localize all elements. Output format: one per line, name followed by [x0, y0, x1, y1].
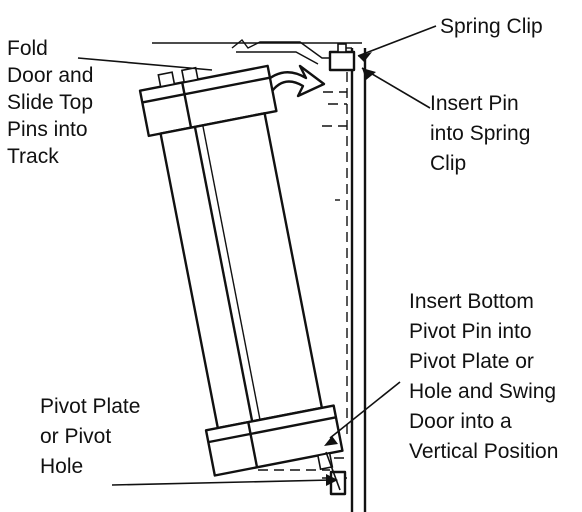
door-panel	[138, 64, 344, 477]
door-top-cap-edge	[142, 76, 271, 104]
top-pin-left	[157, 71, 176, 88]
door-fold-line-inner	[202, 125, 261, 420]
leader-pivot-pin-path	[325, 451, 341, 491]
label-fold-door: Fold Door and Slide Top Pins into Track	[7, 37, 99, 168]
leader-insert-bottom	[329, 381, 401, 439]
leader-insert-pin	[361, 67, 431, 109]
door-bottom-cap-fold	[247, 421, 259, 468]
leader-lines	[77, 25, 437, 491]
top-pin-right	[180, 66, 199, 84]
track-bracket-lower	[236, 51, 319, 65]
label-spring-clip: Spring Clip	[440, 15, 543, 38]
door-top-cap-fold	[181, 82, 193, 128]
track-bracket	[231, 39, 350, 59]
door-body	[159, 112, 324, 430]
door-fold-line	[193, 126, 254, 422]
arrowhead-pivot-plate	[326, 474, 338, 486]
label-insert-bottom-pivot: Insert Bottom Pivot Pin into Pivot Plate…	[409, 290, 562, 463]
fold-motion-arrow	[261, 64, 326, 98]
arrowhead-spring-clip	[358, 52, 372, 62]
arrowhead-insert-pin	[362, 68, 376, 80]
arrowhead-insert-bottom	[324, 436, 338, 446]
door-bottom-cap-edge	[208, 416, 337, 444]
spring-clip	[328, 43, 356, 72]
leader-spring-clip	[357, 25, 437, 57]
label-insert-pin: Insert Pin into Spring Clip	[430, 92, 536, 175]
leader-fold-door	[77, 57, 213, 71]
door-final-position-outline	[258, 72, 348, 479]
leader-pivot-plate	[111, 479, 333, 486]
spring-clip-body	[328, 50, 356, 72]
label-pivot-plate: Pivot Plate or Pivot Hole	[40, 395, 146, 478]
top-track-hardware	[231, 39, 350, 65]
spring-clip-tab	[337, 43, 347, 53]
